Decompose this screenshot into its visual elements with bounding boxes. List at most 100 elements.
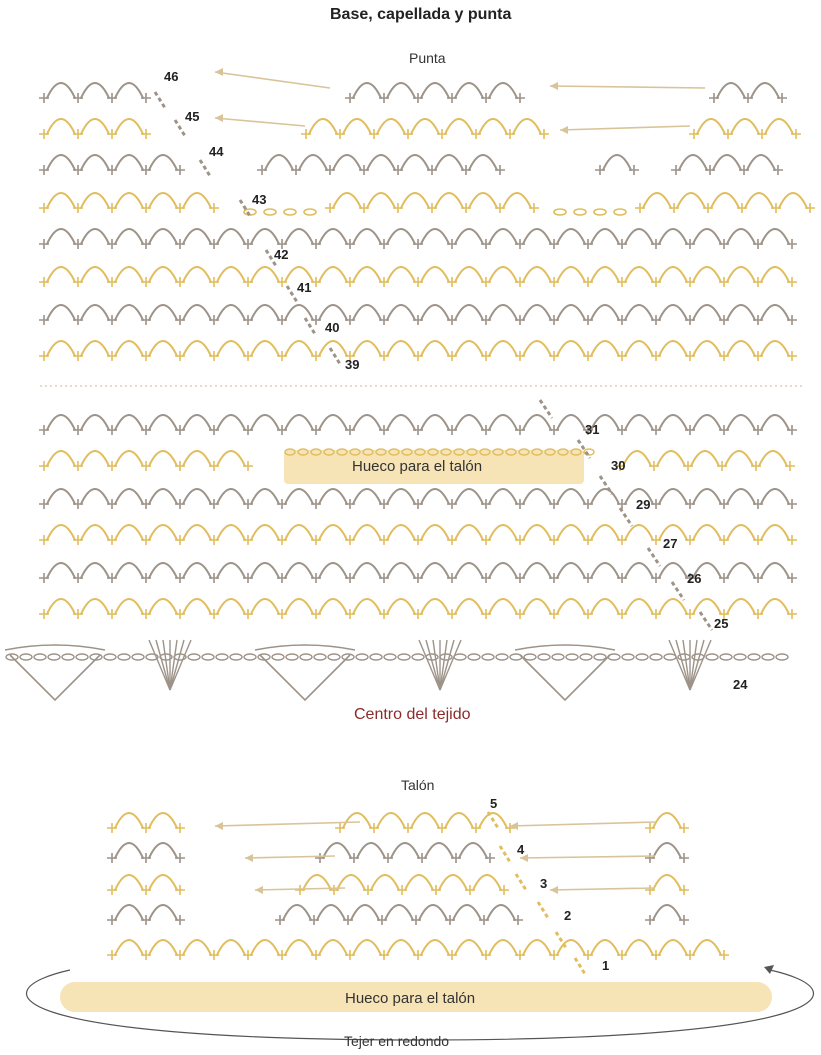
chain-arch: [149, 155, 177, 170]
chain-arch: [591, 940, 619, 955]
chain-arch: [299, 155, 327, 170]
arrow-head: [255, 886, 263, 894]
chain-arch: [115, 599, 143, 614]
chain-arch: [421, 83, 449, 98]
chain-arch: [523, 305, 551, 320]
chain-stitch: [286, 654, 298, 660]
chain-arch: [625, 415, 653, 430]
chain-arch: [217, 525, 245, 540]
chain-arch: [591, 341, 619, 356]
chain-arch: [459, 843, 487, 858]
slip-stitch-mark: [500, 846, 510, 862]
plus-stitch: [787, 535, 797, 545]
stitch-row: [39, 83, 787, 103]
chain-arch: [183, 599, 211, 614]
chain-arch: [557, 267, 585, 282]
chain-arch: [387, 83, 415, 98]
center-label: Centro del tejido: [354, 706, 471, 724]
plus-stitch: [175, 885, 185, 895]
chain-arch: [761, 525, 789, 540]
slip-stitch-mark: [538, 902, 548, 918]
chain-arch: [557, 341, 585, 356]
chain-arch: [603, 155, 631, 170]
chain-arch: [217, 599, 245, 614]
stitch-row: [107, 843, 689, 863]
chain-arch: [319, 940, 347, 955]
diagram-title: Base, capellada y punta: [330, 6, 511, 24]
chain-arch: [557, 940, 585, 955]
chain-arch: [591, 563, 619, 578]
chain-arch: [47, 489, 75, 504]
chain-arch: [47, 525, 75, 540]
chain-arch: [677, 193, 705, 208]
stitch-row: [39, 489, 797, 509]
chain-arch: [149, 905, 177, 920]
plus-stitch: [719, 950, 729, 960]
chain-arch: [435, 155, 463, 170]
chain-stitch: [370, 654, 382, 660]
chain-arch: [659, 599, 687, 614]
tall-stitch: [690, 640, 704, 690]
slip-stitch-mark: [648, 548, 660, 566]
chain-arch: [439, 875, 467, 890]
plus-stitch: [629, 165, 639, 175]
plus-stitch: [777, 93, 787, 103]
chain-stitch: [48, 654, 60, 660]
chain-arch: [81, 415, 109, 430]
stitch-row: [107, 875, 689, 895]
plus-stitch: [787, 609, 797, 619]
chain-arch: [217, 489, 245, 504]
heel-gap-bands: [60, 450, 772, 1012]
chain-arch: [285, 525, 313, 540]
direction-arrow: [550, 86, 705, 88]
v-shell: [515, 645, 615, 700]
row-number: 27: [663, 536, 677, 551]
chain-stitch: [272, 654, 284, 660]
slip-stitch-mark: [516, 874, 526, 890]
chain-arch: [351, 905, 379, 920]
row-number: 29: [636, 497, 650, 512]
chain-arch: [625, 563, 653, 578]
chain-arch: [115, 813, 143, 828]
chain-arch: [149, 489, 177, 504]
chain-arch: [693, 599, 721, 614]
chain-arch: [149, 305, 177, 320]
plus-stitch: [787, 239, 797, 249]
chain-arch: [387, 940, 415, 955]
chain-arch: [285, 415, 313, 430]
chain-arch: [503, 193, 531, 208]
row-number: 39: [345, 357, 359, 372]
chain-arch: [421, 341, 449, 356]
chain-arch: [679, 155, 707, 170]
slip-stitch-mark: [700, 612, 712, 630]
chain-arch: [523, 267, 551, 282]
chain-arch: [319, 267, 347, 282]
chain-arch: [391, 843, 419, 858]
plus-stitch: [787, 277, 797, 287]
arrow-head: [550, 886, 558, 894]
chain-stitch: [34, 654, 46, 660]
chain-stitch: [328, 654, 340, 660]
chain-arch: [319, 599, 347, 614]
chain-arch: [183, 489, 211, 504]
chain-arch: [149, 415, 177, 430]
chain-arch: [149, 229, 177, 244]
stitch-row: [107, 940, 729, 960]
chain-stitch: [398, 654, 410, 660]
chain-arch: [659, 267, 687, 282]
chain-arch: [387, 305, 415, 320]
chain-arch: [693, 415, 721, 430]
chain-arch: [653, 843, 681, 858]
chain-arch: [81, 563, 109, 578]
chain-arch: [751, 83, 779, 98]
chain-arch: [625, 229, 653, 244]
chain-arch: [319, 305, 347, 320]
direction-arrow: [550, 888, 655, 890]
chain-arch: [513, 119, 541, 134]
chain-stitch: [496, 654, 508, 660]
chain-arch: [421, 525, 449, 540]
direction-arrow: [215, 118, 305, 126]
chain-arch: [115, 229, 143, 244]
plus-stitch: [175, 165, 185, 175]
chain-stitch: [706, 654, 718, 660]
